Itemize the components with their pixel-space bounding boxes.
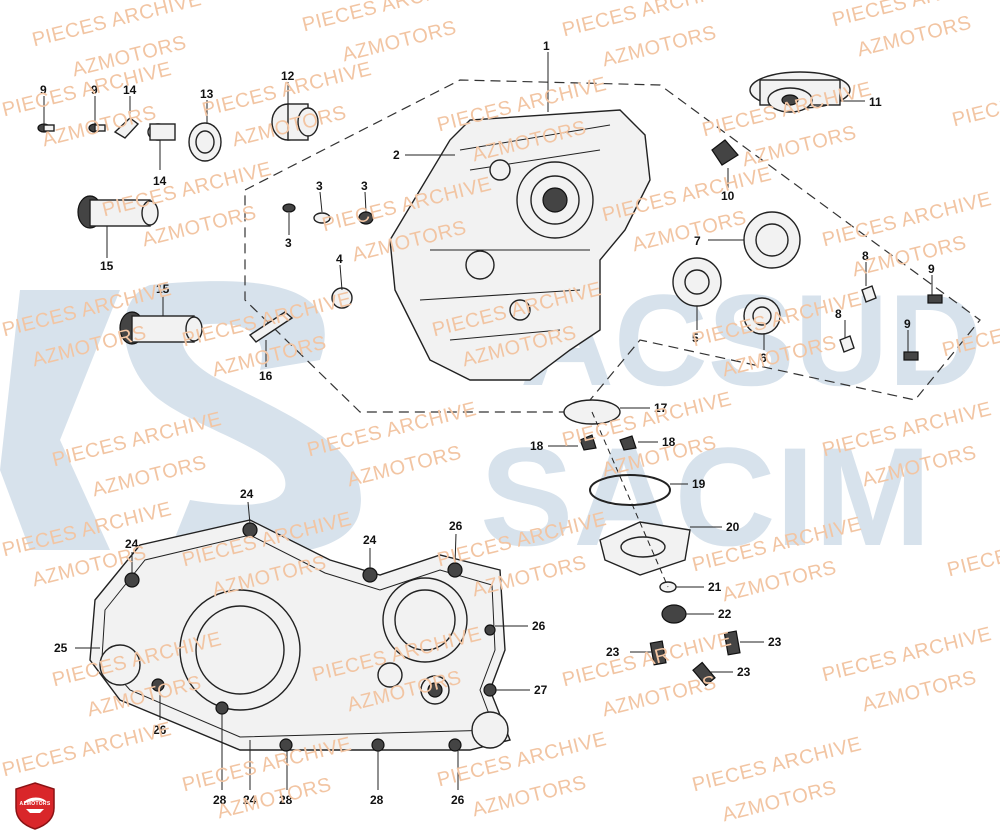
callout-16: 16 — [259, 369, 273, 383]
callout-9: 9 — [40, 83, 47, 97]
leader-lines — [43, 52, 933, 790]
callout-12: 12 — [281, 69, 295, 83]
callout-21: 21 — [708, 580, 722, 594]
callout-9: 9 — [928, 262, 935, 276]
callout-5: 5 — [692, 331, 699, 345]
crankcase-half — [389, 109, 651, 381]
callout-3: 3 — [316, 179, 323, 193]
callout-3: 3 — [285, 236, 292, 250]
callout-10: 10 — [721, 189, 735, 203]
callout-24: 24 — [125, 537, 139, 551]
callout-4: 4 — [336, 252, 343, 266]
shafts — [77, 195, 294, 345]
callout-18: 18 — [662, 435, 676, 449]
callout-25: 25 — [54, 641, 68, 655]
callout-8: 8 — [835, 307, 842, 321]
callout-26: 26 — [532, 619, 546, 633]
callout-23: 23 — [768, 635, 782, 649]
callout-8: 8 — [862, 249, 869, 263]
callout-11: 11 — [869, 95, 882, 109]
callout-26: 26 — [451, 793, 465, 807]
callout-28: 28 — [279, 793, 293, 807]
azmotors-shield-logo — [15, 782, 55, 830]
small-parts-top-left — [37, 103, 374, 309]
callout-26: 26 — [153, 723, 167, 737]
callout-15: 15 — [156, 282, 170, 296]
oil-strainer-group — [563, 399, 741, 687]
callout-labels: 1 2 3 3 3 4 5 6 7 8 8 9 9 9 9 10 11 12 1… — [40, 39, 935, 807]
callout-28: 28 — [213, 793, 227, 807]
callout-14: 14 — [153, 174, 167, 188]
callout-7: 7 — [694, 234, 701, 248]
callout-18: 18 — [530, 439, 544, 453]
brand-swoosh-logo — [0, 281, 361, 556]
callout-23: 23 — [737, 665, 751, 679]
callout-27: 27 — [534, 683, 548, 697]
callout-6: 6 — [760, 351, 767, 365]
callout-17: 17 — [654, 401, 668, 415]
callout-19: 19 — [692, 477, 706, 491]
callout-14: 14 — [123, 83, 137, 97]
callout-23: 23 — [606, 645, 620, 659]
callout-3: 3 — [361, 179, 368, 193]
logo-text: AZMOTORS — [19, 801, 51, 807]
callout-20: 20 — [726, 520, 740, 534]
callout-26: 26 — [449, 519, 463, 533]
callout-24: 24 — [243, 793, 257, 807]
callout-13: 13 — [200, 87, 214, 101]
callout-28: 28 — [370, 793, 384, 807]
callout-2: 2 — [393, 148, 400, 162]
callout-22: 22 — [718, 607, 732, 621]
callout-24: 24 — [363, 533, 377, 547]
callout-15: 15 — [100, 259, 114, 273]
crankcase-cover — [89, 519, 511, 752]
bearings-and-filter — [672, 71, 943, 361]
callout-1: 1 — [543, 39, 550, 53]
assembly-outline — [244, 79, 981, 413]
callout-24: 24 — [240, 487, 254, 501]
callout-9: 9 — [904, 317, 911, 331]
brand-text-bottom: SACIM — [480, 418, 931, 575]
callout-9: 9 — [91, 83, 98, 97]
